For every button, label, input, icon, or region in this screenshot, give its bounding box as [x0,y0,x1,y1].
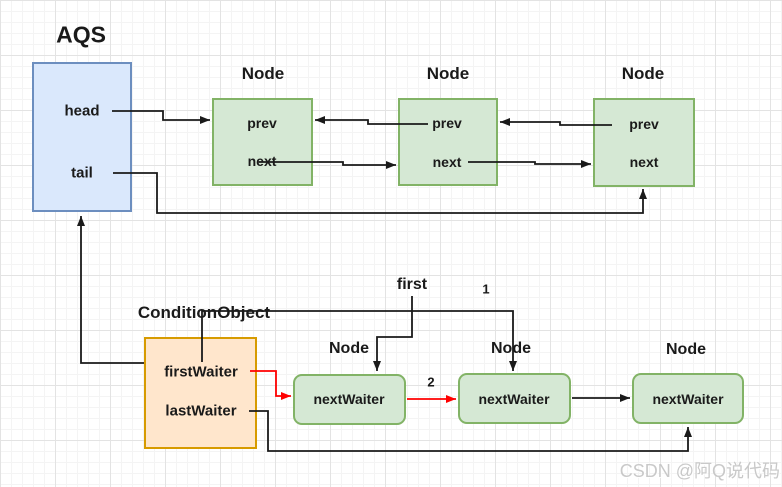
first-pointer-label: first [396,276,428,293]
waiter-node-1-title: Node [329,340,369,357]
sync-node-3-prev-field: prev [629,116,659,132]
sync-node-1-prev-field: prev [247,115,277,131]
sync-node-3-next-field: next [629,154,659,170]
condition-object-title: ConditionObject [137,303,271,322]
sync-node-2-title: Node [426,64,470,83]
waiter-node-2-label: nextWaiter [478,391,550,407]
aqs-title: AQS [56,21,106,48]
condition-first-waiter-field: firstWaiter [164,363,238,381]
sync-node-2-prev-field: prev [432,115,462,131]
sync-node-3-title: Node [621,64,665,83]
sync-node-2-next-field: next [432,154,462,170]
waiter-node-1-label: nextWaiter [313,391,385,407]
step-1-label: 1 [482,281,490,297]
waiter-node-3-title: Node [666,341,706,358]
condition-last-waiter-field: lastWaiter [165,402,237,420]
csdn-watermark: CSDN @阿Q说代码 [619,461,780,481]
aqs-head-field: head [64,102,100,120]
aqs-tail-field: tail [71,164,93,182]
condition-to-aqs-arrow [77,216,144,364]
sync-node-1-next-field: next [247,153,277,169]
first-pointer-to-waiter1-arrow [373,296,413,371]
sync-node-3-box [593,98,695,187]
condition-object-box [144,337,257,449]
tail-to-node3-arrow [113,172,647,214]
sync-node-2-box [398,98,498,186]
aqs-box [32,62,132,212]
step-2-label: 2 [427,374,435,390]
waiter-node-3-label: nextWaiter [652,391,724,407]
waiter-node-2-title: Node [491,340,531,357]
sync-node-1-title: Node [241,64,285,83]
sync-node-1-box [212,98,313,186]
